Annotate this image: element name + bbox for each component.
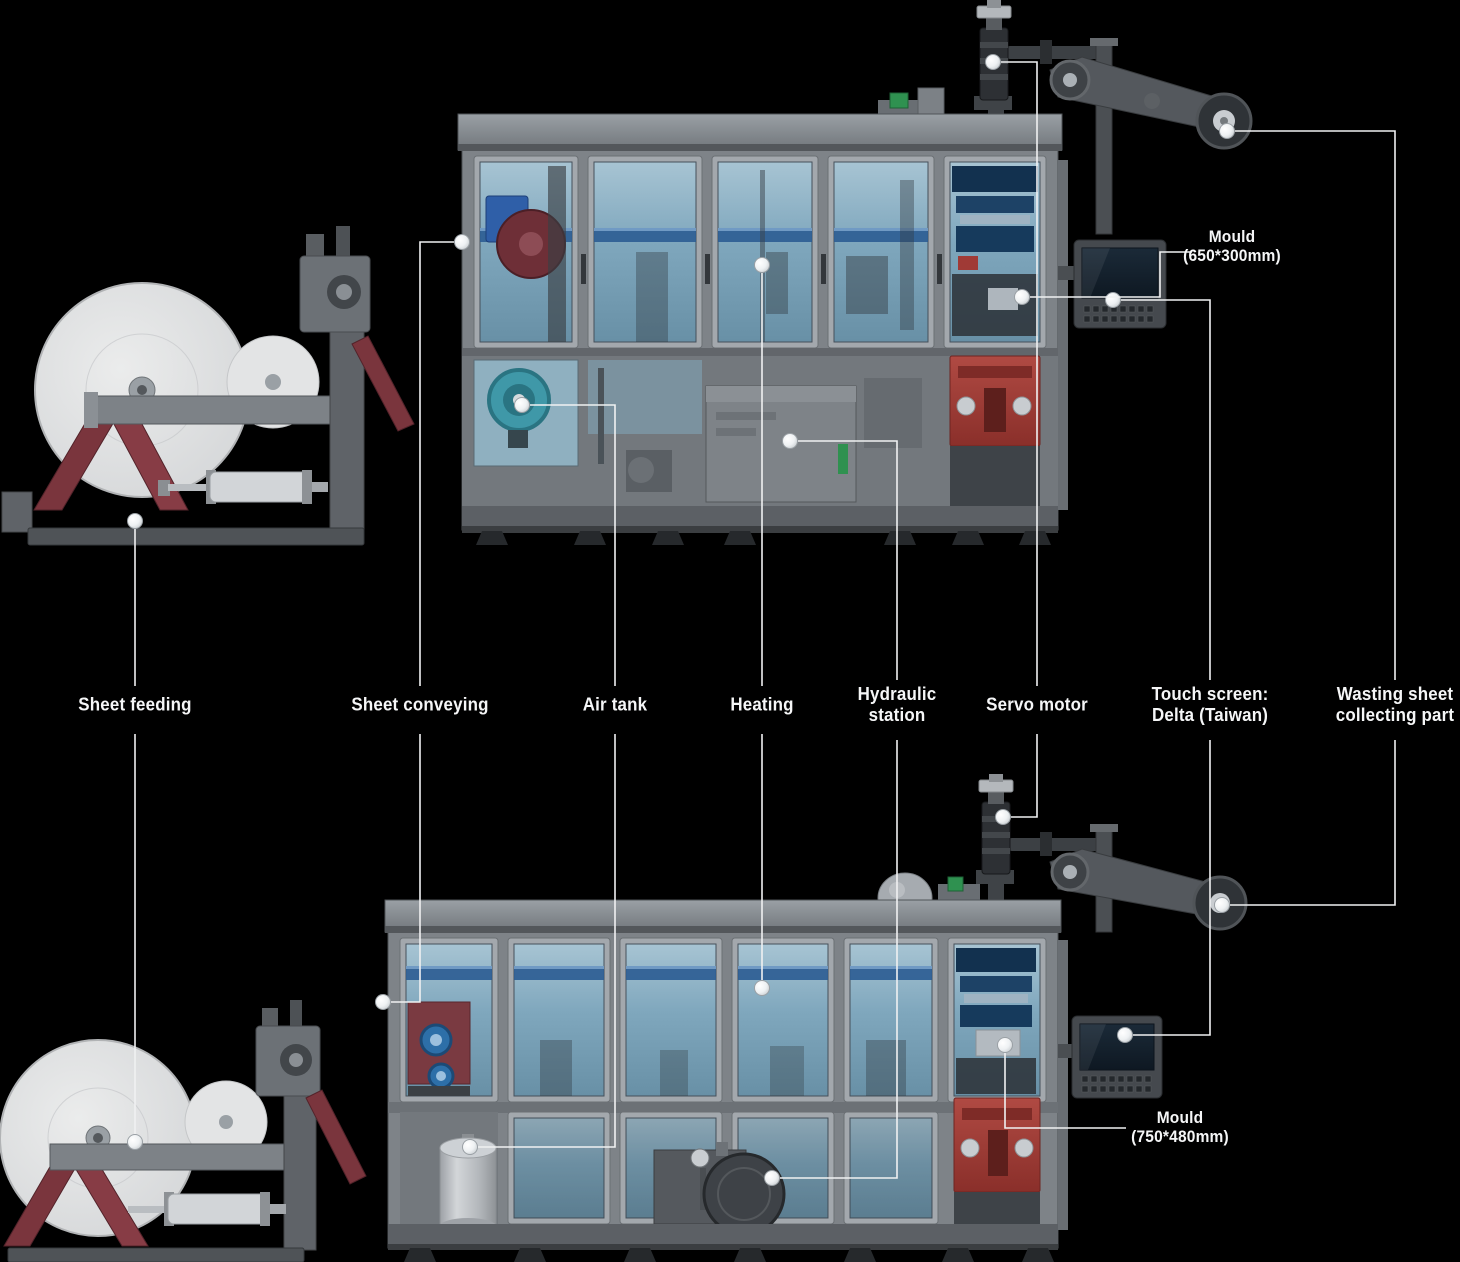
touch-screen-display [1079,1023,1155,1071]
callout-dot-air-tank-top [514,397,530,413]
callout-line-mould-bottom [1004,1053,1126,1129]
machine-feet [404,1248,1054,1262]
forming-machine-top [457,0,1253,545]
callout-line-touch-screen-bottom [1133,740,1211,1036]
callout-line-wasting-sheet-top [1235,130,1396,680]
machine-feet [476,531,1051,545]
callout-line-air-tank-top [530,404,616,686]
press-unit [953,1097,1041,1228]
mould-block [988,288,1018,310]
callout-line-servo-motor-top [1001,61,1038,686]
sheet-feeder-bottom [0,1000,367,1262]
pneumatic-cylinder [164,1192,286,1226]
callout-dot-touch-screen-bottom [1117,1027,1133,1043]
feed-bracket [407,1001,471,1096]
callout-dot-servo-motor-bottom [995,809,1011,825]
feeder-base [27,527,365,546]
callout-line-hydraulic-station-bottom [780,740,898,1179]
callout-line-mould-top [1030,251,1192,298]
touch-screen-panel [1058,1015,1163,1099]
callout-line-wasting-sheet-bottom [1230,740,1396,906]
callout-line-sheet-conveying-top [419,241,454,686]
callout-dot-servo-motor-top [985,54,1001,70]
callout-dot-mould-top [1014,289,1030,305]
callout-layer [127,54,1396,1186]
callout-line-touch-screen-top [1121,299,1211,680]
callout-dot-hydraulic-station-top [782,433,798,449]
touch-screen-panel [1058,239,1167,329]
callout-line-sheet-conveying-bottom [391,734,421,1003]
callout-line-air-tank-bottom [478,734,616,1148]
callout-dot-heating-top [754,257,770,273]
feeder-beam [49,1143,295,1171]
callout-dot-hydraulic-station-bottom [764,1170,780,1186]
callout-dot-touch-screen-top [1105,292,1121,308]
hydraulic-station-unit [653,1142,786,1236]
callout-dot-sheet-feeding-top [127,513,143,529]
callout-dot-heating-bottom [754,980,770,996]
forming-station [952,166,1038,336]
hydraulic-station-box [705,385,857,503]
servo-motor-unit [976,774,1014,904]
feeder-base [7,1247,305,1262]
callout-dot-wasting-sheet-bottom [1214,897,1230,913]
callout-dot-wasting-sheet-top [1219,123,1235,139]
pneumatic-cylinder [206,470,328,504]
conveyor-beam [406,966,932,980]
forming-machine-bottom [384,774,1248,1262]
callout-dot-sheet-conveying-top [454,234,470,250]
callout-dot-air-tank-bottom [462,1139,478,1155]
callout-dot-mould-bottom [997,1037,1013,1053]
callout-line-servo-motor-bottom [1011,734,1038,818]
callout-dot-sheet-conveying-bottom [375,994,391,1010]
sheet-feeder-top [1,226,415,546]
callout-line-hydraulic-station-top [798,440,898,680]
forming-station [956,948,1036,1094]
callout-dot-sheet-feeding-bottom [127,1134,143,1150]
feeder-beam [85,395,365,425]
touch-screen-display [1081,247,1159,299]
press-unit [949,355,1041,506]
